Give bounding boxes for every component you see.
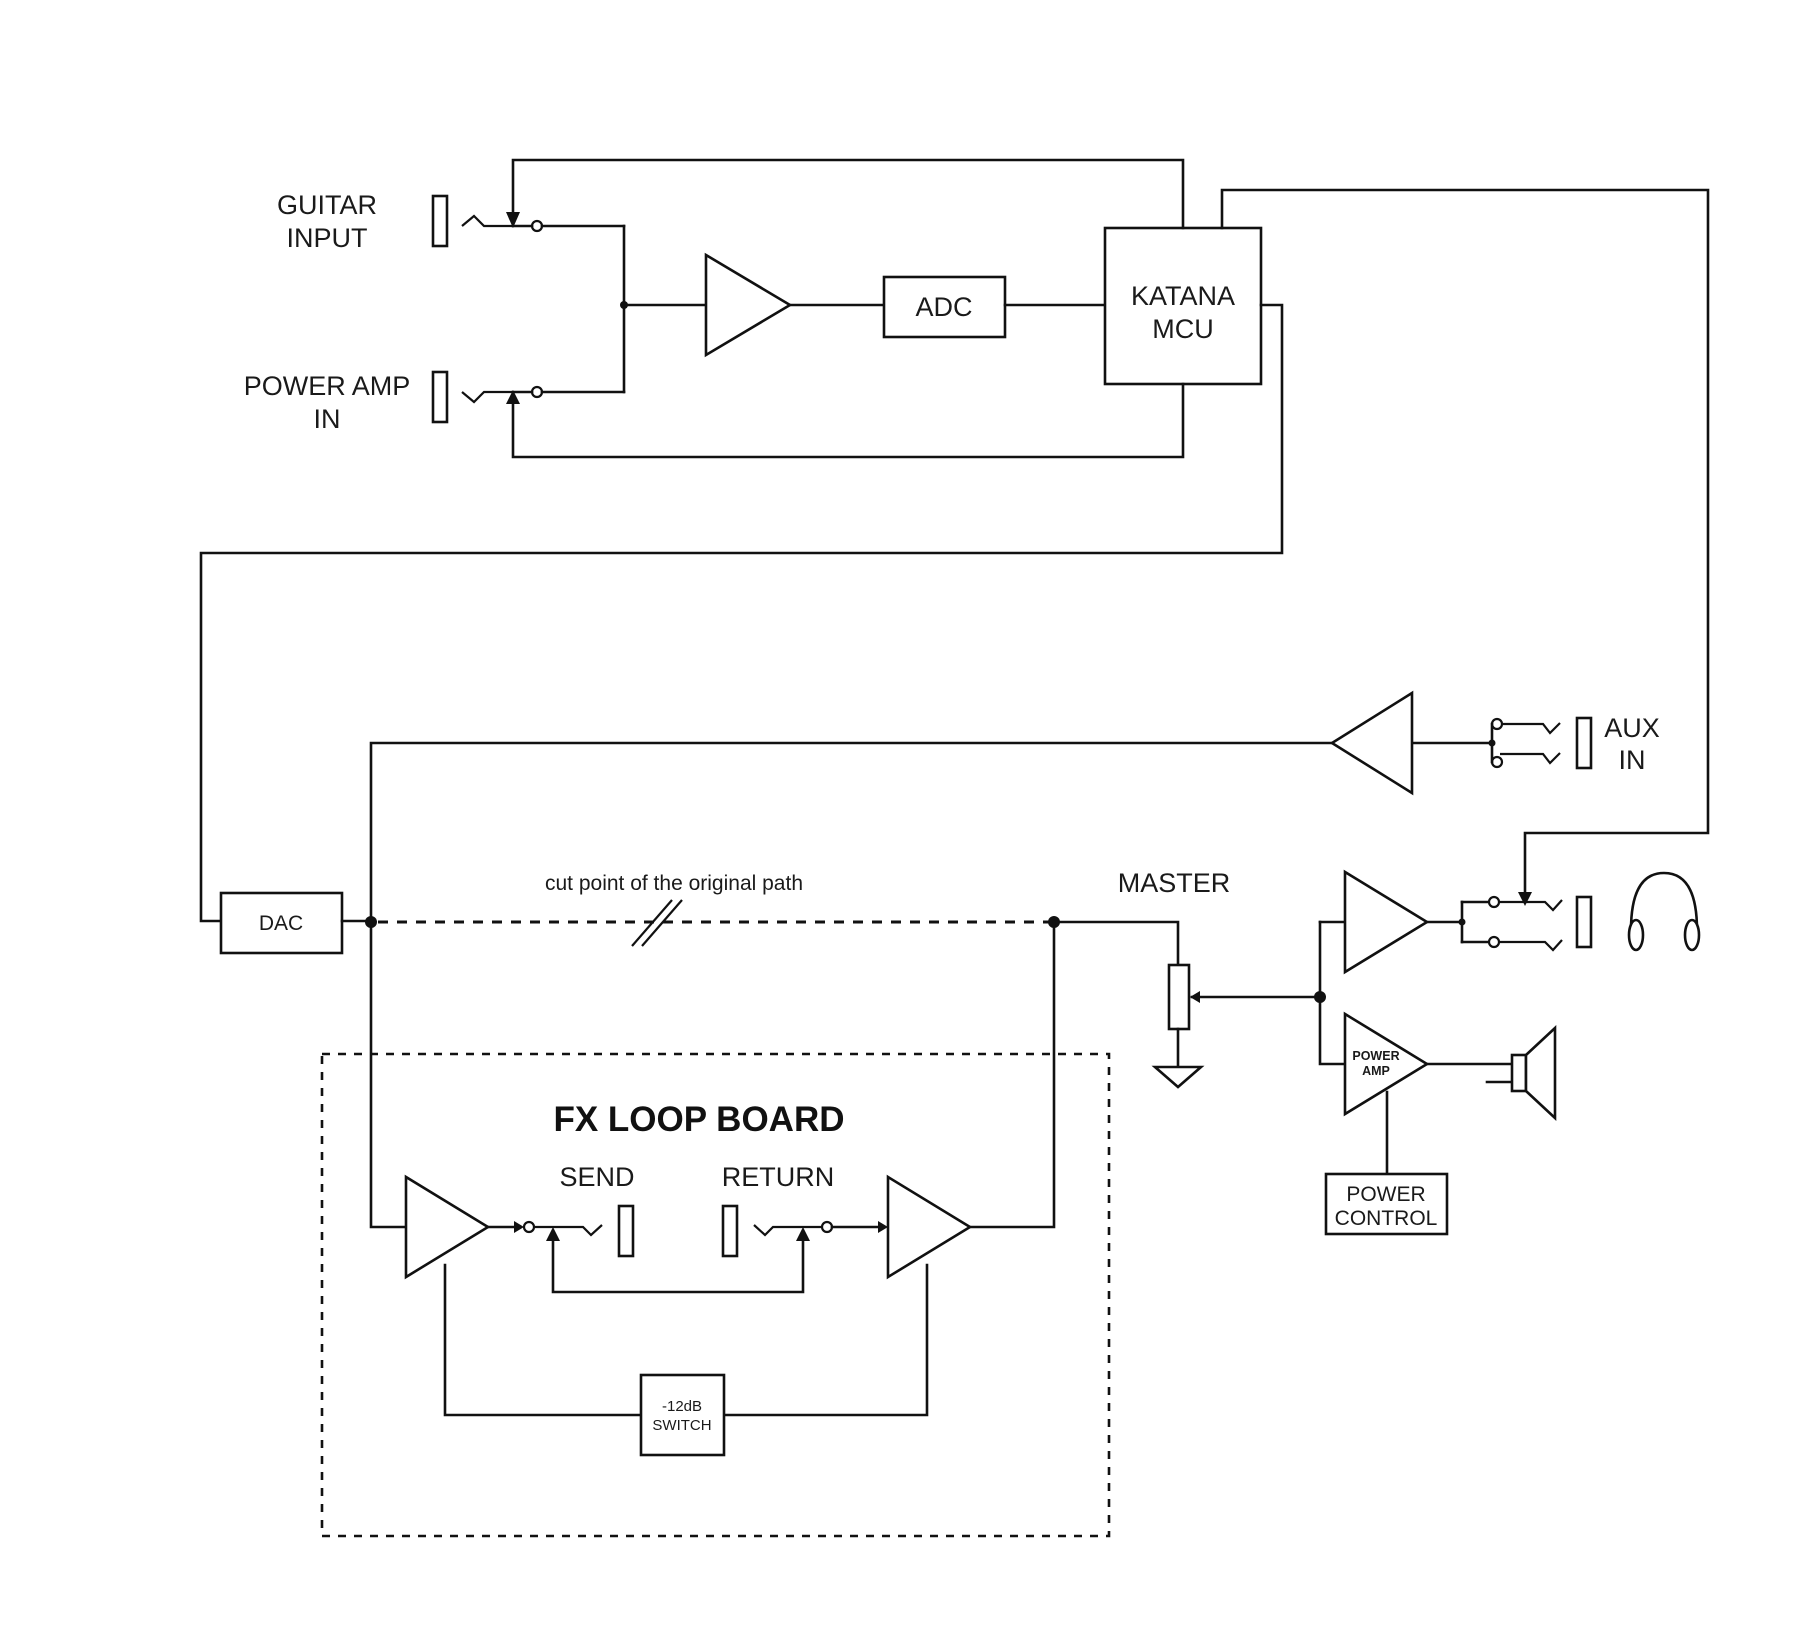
switch-label-line2: SWITCH xyxy=(652,1417,711,1434)
katana-label-line1: KATANA xyxy=(1131,281,1235,311)
power-amp-jack-tip-contact xyxy=(461,390,513,404)
aux-label-line2: IN xyxy=(1619,745,1646,775)
master-potentiometer xyxy=(1167,963,1191,1031)
aux-in-jack xyxy=(1575,716,1593,770)
input-preamp xyxy=(704,252,793,358)
dac-block xyxy=(219,891,344,955)
return-to-master-line xyxy=(968,920,1056,1229)
power-amp-in-jack xyxy=(431,370,449,424)
power-amp-label-line2: AMP xyxy=(1362,1064,1390,1078)
send-jack-tip xyxy=(534,1224,603,1237)
return-jack-tip xyxy=(753,1224,822,1237)
power-amp xyxy=(1343,1011,1430,1117)
send-return-normal-link xyxy=(551,1237,805,1294)
cut-point-label: cut point of the original path xyxy=(545,872,803,895)
headphone-amp xyxy=(1343,869,1430,975)
power-amp-label-line1: POWER xyxy=(1352,1049,1399,1063)
send-jack xyxy=(617,1204,635,1258)
headphones-icon xyxy=(1627,871,1701,952)
power-amp-in-label-line1: POWER AMP xyxy=(244,371,411,401)
minus12db-switch-block xyxy=(639,1373,726,1457)
adc-block xyxy=(882,275,1007,339)
aux-section: AUX IN xyxy=(369,690,1660,1229)
dac-junction-node xyxy=(365,916,377,928)
guitar-input-label-line1: GUITAR xyxy=(277,190,377,220)
guitar-jack-switch-terminal xyxy=(530,219,544,233)
phones-jack-tip xyxy=(1499,899,1563,912)
phones-jack xyxy=(1575,895,1593,949)
return-jack xyxy=(721,1204,739,1258)
return-label: RETURN xyxy=(722,1162,835,1192)
fx-loop-board-border xyxy=(320,1052,1111,1538)
ground-symbol xyxy=(1151,1065,1205,1089)
aux-jack-ring xyxy=(1500,752,1561,765)
aux-label-line1: AUX xyxy=(1604,713,1660,743)
send-amp xyxy=(404,1174,491,1280)
aux-to-mix-line xyxy=(369,741,1334,1229)
guitar-input-label-line2: INPUT xyxy=(287,223,368,253)
master-input-line xyxy=(1052,920,1180,967)
guitar-jack-tip-contact xyxy=(461,214,513,228)
output-section: DAC cut point of the original path MASTE… xyxy=(219,868,1701,1236)
return-amp xyxy=(886,1174,973,1280)
katana-label-line2: MCU xyxy=(1152,314,1214,344)
fx-loop-board-title: FX LOOP BOARD xyxy=(553,1100,844,1139)
aux-jack-tip xyxy=(1500,722,1561,735)
mcu-to-dac-line xyxy=(199,303,1284,923)
fx-loop-board: FX LOOP BOARD SEND RETURN -12dB SWITCH xyxy=(320,920,1111,1538)
switch-label-line1: -12dB xyxy=(662,1398,702,1415)
mcu-poweramp-switch-control xyxy=(511,382,1185,459)
power-amp-jack-switch-terminal xyxy=(530,385,544,399)
master-label: MASTER xyxy=(1118,868,1231,898)
send-label: SEND xyxy=(559,1162,634,1192)
dac-label: DAC xyxy=(259,912,303,935)
phones-jack-ring xyxy=(1499,939,1563,952)
power-control-block xyxy=(1324,1172,1449,1236)
input-section: GUITAR INPUT POWER AMP IN ADC KATANA MCU xyxy=(199,158,1710,923)
mcu-guitar-switch-control xyxy=(511,158,1185,230)
speaker-icon xyxy=(1485,1025,1557,1121)
power-control-label-line1: POWER xyxy=(1346,1183,1425,1206)
adc-label: ADC xyxy=(915,292,972,322)
guitar-input-jack xyxy=(431,194,449,248)
aux-amp xyxy=(1329,690,1414,796)
power-amp-in-label-line2: IN xyxy=(314,404,341,434)
mcu-headphone-switch-control xyxy=(1220,188,1710,896)
power-control-label-line2: CONTROL xyxy=(1335,1207,1438,1230)
